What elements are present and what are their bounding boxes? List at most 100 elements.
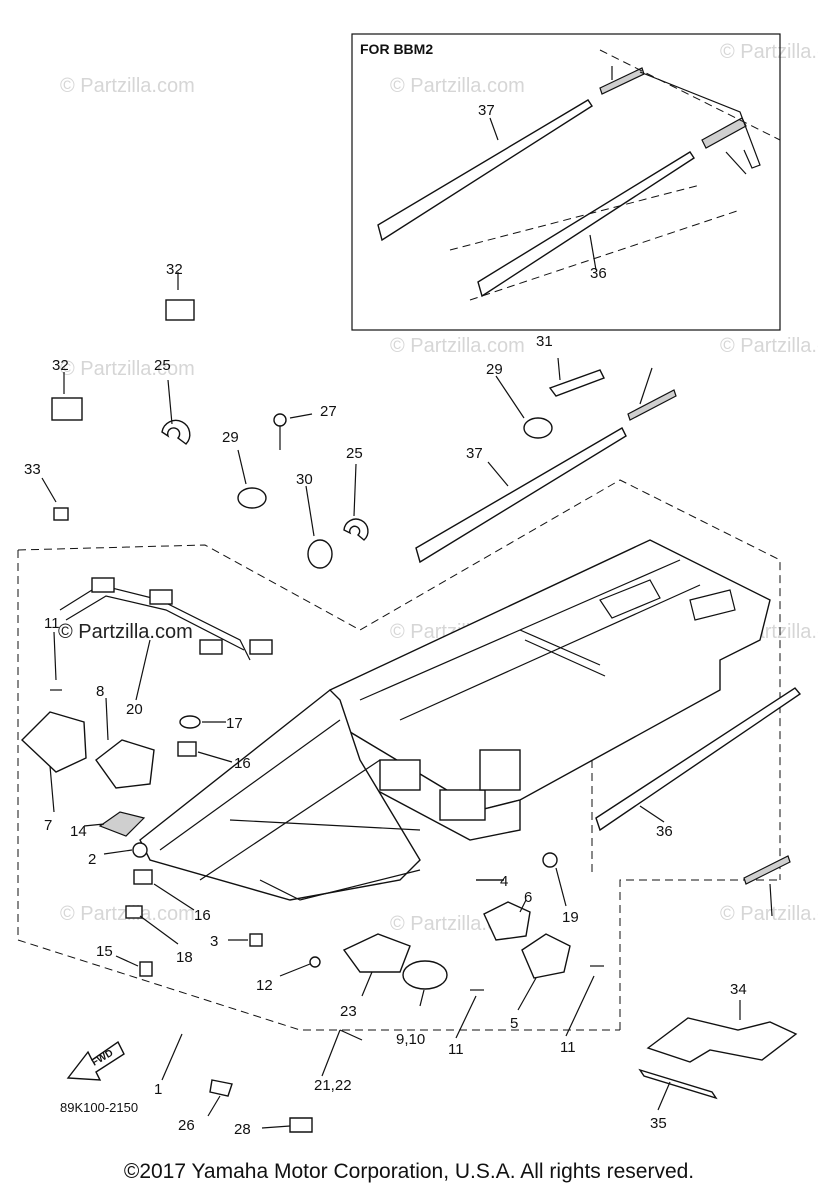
callout-21-22: 23 <box>340 1003 357 1020</box>
steering-column-19 <box>65 595 245 651</box>
callout-numbers: 37 36 32 32 25 27 29 25 33 30 31 29 37 1… <box>24 102 747 1138</box>
bracket <box>91 577 115 593</box>
leader-line <box>419 989 425 1007</box>
leader-line <box>489 117 499 141</box>
callout-4: 4 <box>500 873 508 890</box>
copyright-notice: ©2017 Yamaha Motor Corporation, U.S.A. A… <box>123 1160 695 1183</box>
watermark-text: © Partzilla.com <box>390 75 525 97</box>
cover-7 <box>20 711 87 773</box>
guide-line <box>469 209 741 301</box>
emblem-36 <box>599 67 645 95</box>
leader-line <box>657 1081 671 1111</box>
leader-line <box>83 823 105 827</box>
callout-25: 27 <box>320 403 337 420</box>
watermark-text: © Partzilla.com <box>720 335 818 357</box>
callout-26: 28 <box>234 1121 251 1138</box>
nut-14 <box>139 961 153 977</box>
tunnel-edge <box>399 584 701 721</box>
callout-18: 19 <box>562 909 579 926</box>
side-stripe-35 <box>377 99 593 242</box>
callout-23: 25 <box>346 445 363 462</box>
bolt-3 <box>249 933 263 947</box>
leader-line <box>639 367 653 405</box>
fwd-arrow-icon <box>66 1040 125 1081</box>
washer-27 <box>237 487 267 509</box>
diagram-code: 89K100-2150 <box>60 1100 138 1115</box>
callout-27: 29 <box>486 361 503 378</box>
rail-bracket <box>519 629 601 666</box>
callout-15: 16 <box>194 907 211 924</box>
side-stripe-34 <box>477 151 695 298</box>
leader-line <box>207 1095 221 1117</box>
leader-line <box>261 1125 291 1129</box>
frame-edge <box>159 719 341 851</box>
leader-line <box>495 375 525 419</box>
leader-line <box>289 413 313 419</box>
leader-line <box>487 461 509 487</box>
bushing-15 <box>133 869 153 885</box>
trim-strip-33 <box>638 1068 718 1100</box>
chassis-frame <box>59 389 802 901</box>
washer-12 <box>309 956 321 968</box>
leader-line <box>161 1033 183 1081</box>
leader-line <box>139 915 179 945</box>
front-frame <box>139 689 421 901</box>
callout-11: 11 <box>448 1041 464 1058</box>
callout-13: 14 <box>70 823 87 840</box>
callout-2: 2 <box>88 851 96 868</box>
leader-line <box>237 449 247 485</box>
guide-line <box>599 49 781 141</box>
inset-box: FOR BBM2 <box>351 33 781 331</box>
callout-9-10: 9,10 <box>396 1031 425 1048</box>
frame-bracket <box>439 789 486 821</box>
cap-17 <box>125 905 143 919</box>
inset-title: FOR BBM2 <box>360 41 433 57</box>
emblem-36 <box>743 855 791 885</box>
cover-5 <box>521 933 571 979</box>
callout-1: 1 <box>154 1081 162 1098</box>
leader-line <box>353 463 357 517</box>
leader-line <box>41 477 57 503</box>
leader-line <box>305 485 315 537</box>
frame-edge <box>199 759 381 881</box>
hood-outline <box>639 71 761 169</box>
callout-8: 8 <box>96 683 104 700</box>
leader-line <box>517 977 537 1011</box>
washer-27 <box>523 417 553 439</box>
callout-17: 18 <box>176 949 193 966</box>
frame-edge <box>229 819 421 831</box>
rivet-31 <box>53 507 69 521</box>
side-stripe-35 <box>415 427 627 564</box>
gasket-8 <box>95 739 155 789</box>
tunnel-cutout <box>689 589 736 621</box>
leader-line <box>197 751 233 763</box>
callout-34: 36 <box>656 823 673 840</box>
callout-15: 16 <box>234 755 251 772</box>
clamp-26 <box>289 1117 313 1133</box>
bolt-head-25 <box>273 413 287 427</box>
callout-5: 5 <box>510 1015 518 1032</box>
collar-16 <box>179 715 201 729</box>
frame-bracket <box>479 749 521 791</box>
rubber-block-30 <box>51 397 83 421</box>
callout-3: 3 <box>210 933 218 950</box>
callout-19: 20 <box>126 701 143 718</box>
bolt-20 <box>339 1029 363 1041</box>
leader-line <box>361 971 373 997</box>
callout-31: 33 <box>24 461 41 478</box>
leader-line <box>769 883 773 917</box>
bracket-29 <box>548 369 605 397</box>
leader-line <box>519 899 527 913</box>
callout-35: 37 <box>478 102 495 119</box>
callout-28: 30 <box>296 471 313 488</box>
small-parts: FWD <box>20 299 798 1133</box>
watermark-text: © Partzilla.com <box>720 903 818 925</box>
gasket-6 <box>483 901 531 941</box>
callout-14: 15 <box>96 943 113 960</box>
leader-line <box>103 849 133 855</box>
callout-11: 11 <box>44 615 60 632</box>
leader-line <box>49 765 55 813</box>
callout-7: 7 <box>44 817 52 834</box>
leader-line <box>321 1029 341 1077</box>
